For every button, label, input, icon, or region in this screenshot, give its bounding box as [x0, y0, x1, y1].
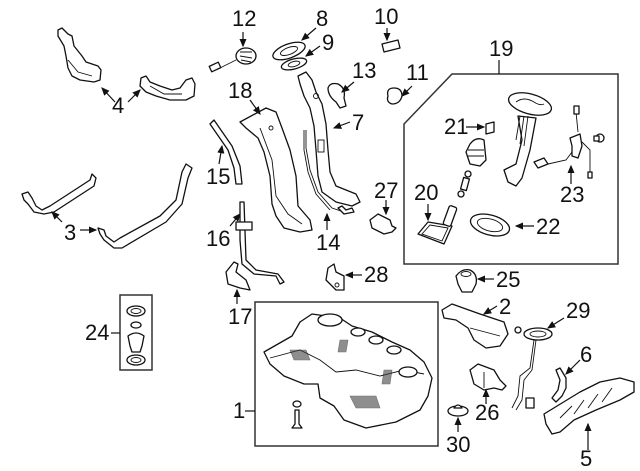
callout-label-13: 13	[352, 58, 376, 83]
part-3-strap-right[interactable]	[97, 163, 193, 249]
callout-label-25: 25	[496, 267, 520, 292]
part-21-filter[interactable]	[485, 121, 495, 135]
part-23-fuel-level-sender[interactable]	[533, 105, 605, 179]
callout-label-16: 16	[206, 226, 230, 251]
part-11-cap[interactable]	[386, 87, 403, 105]
callout-23: 23	[560, 164, 584, 207]
part-17-bracket[interactable]	[225, 261, 251, 291]
part-6-bracket[interactable]	[551, 367, 567, 403]
callout-label-9: 9	[322, 30, 334, 55]
part-16-bracket-tube[interactable]	[235, 201, 285, 285]
part-8-filler-gasket[interactable]	[271, 39, 308, 64]
callout-label-18: 18	[228, 78, 252, 103]
part-18-filler-neck-shield[interactable]	[239, 107, 313, 233]
callout-3: 3	[51, 211, 98, 245]
callout-1: 1	[233, 398, 255, 423]
part-10-clip[interactable]	[381, 39, 401, 53]
callout-label-20: 20	[414, 180, 438, 205]
callout-label-26: 26	[475, 400, 499, 425]
part-29-fuel-sender-unit[interactable]	[511, 326, 553, 411]
callout-label-7: 7	[352, 110, 364, 135]
callout-label-22: 22	[536, 214, 560, 239]
part-22-gasket[interactable]	[468, 210, 512, 240]
callout-9: 9	[305, 30, 334, 57]
part-14-vent-tube[interactable]	[303, 130, 355, 215]
callout-2: 2	[482, 294, 511, 319]
part-5-heat-shield-lower[interactable]	[543, 377, 635, 435]
callout-label-10: 10	[374, 4, 398, 29]
part-9-filler-seal[interactable]	[280, 56, 308, 72]
part-30-grommet[interactable]	[447, 404, 469, 417]
part-19-fuel-pump-module-group: 19	[403, 36, 619, 265]
part-4-bracket-right[interactable]	[139, 75, 196, 101]
part-28-bracket-stud[interactable]	[325, 263, 345, 291]
callout-label-23: 23	[560, 182, 584, 207]
part-20-strainer[interactable]	[417, 205, 458, 245]
callout-27: 27	[374, 178, 398, 216]
callout-label-27: 27	[374, 178, 398, 203]
callout-4: 4	[101, 87, 141, 118]
part-15-hose[interactable]	[209, 119, 243, 185]
callout-18: 18	[228, 78, 261, 115]
callout-label-2: 2	[499, 294, 511, 319]
callout-label-30: 30	[446, 432, 470, 457]
callout-label-5: 5	[580, 446, 592, 471]
callout-label-21: 21	[444, 114, 468, 139]
fuel-pump-bracket[interactable]	[503, 89, 554, 187]
callout-26: 26	[475, 388, 499, 425]
part-4-bracket-left[interactable]	[57, 27, 102, 83]
callout-10: 10	[374, 4, 398, 42]
part-25-valve[interactable]	[455, 268, 478, 293]
part-7-filler-pipe[interactable]	[297, 71, 361, 207]
callout-30: 30	[446, 416, 470, 457]
callout-13: 13	[341, 58, 376, 93]
callout-label-6: 6	[580, 342, 592, 367]
part-2-heat-shield-upper[interactable]	[441, 303, 509, 349]
callout-20: 20	[414, 180, 438, 222]
part-24-seal-kit[interactable]	[119, 294, 153, 371]
callout-15: 15	[206, 144, 230, 189]
callout-16: 16	[206, 213, 241, 251]
callout-label-15: 15	[206, 164, 230, 189]
callout-label-29: 29	[566, 298, 590, 323]
callout-label-4: 4	[112, 93, 124, 118]
callout-25: 25	[476, 267, 520, 292]
callout-14: 14	[316, 212, 340, 255]
callout-label-3: 3	[64, 220, 76, 245]
callout-label-12: 12	[232, 6, 256, 31]
part-13-filler-cap[interactable]	[327, 82, 347, 109]
callout-label-11: 11	[406, 60, 429, 85]
callout-label-1: 1	[233, 398, 245, 423]
callout-7: 7	[332, 110, 364, 135]
callout-6: 6	[565, 342, 592, 375]
callout-8: 8	[301, 6, 328, 41]
callout-label-8: 8	[316, 6, 328, 31]
part-26-valve-solenoid[interactable]	[469, 363, 507, 391]
callout-5: 5	[580, 422, 592, 471]
callout-21: 21	[444, 114, 486, 139]
part-12-fuel-door-release[interactable]	[208, 47, 257, 73]
part-3-strap-left[interactable]	[21, 173, 97, 215]
part-27-connector[interactable]	[369, 213, 397, 235]
part-1-fuel-tank[interactable]	[254, 301, 439, 447]
callout-17: 17	[228, 288, 252, 329]
callout-label-17: 17	[228, 304, 252, 329]
callout-22: 22	[514, 214, 560, 239]
fuel-pump[interactable]	[457, 138, 487, 198]
callout-label-14: 14	[316, 230, 340, 255]
callout-label-28: 28	[364, 262, 388, 287]
callout-29: 29	[546, 298, 590, 329]
callout-label-19: 19	[489, 36, 513, 61]
callout-label-24: 24	[85, 320, 109, 345]
callout-12: 12	[232, 6, 256, 48]
callout-11: 11	[401, 60, 429, 97]
callout-28: 28	[344, 262, 388, 287]
callout-24: 24	[85, 320, 120, 345]
